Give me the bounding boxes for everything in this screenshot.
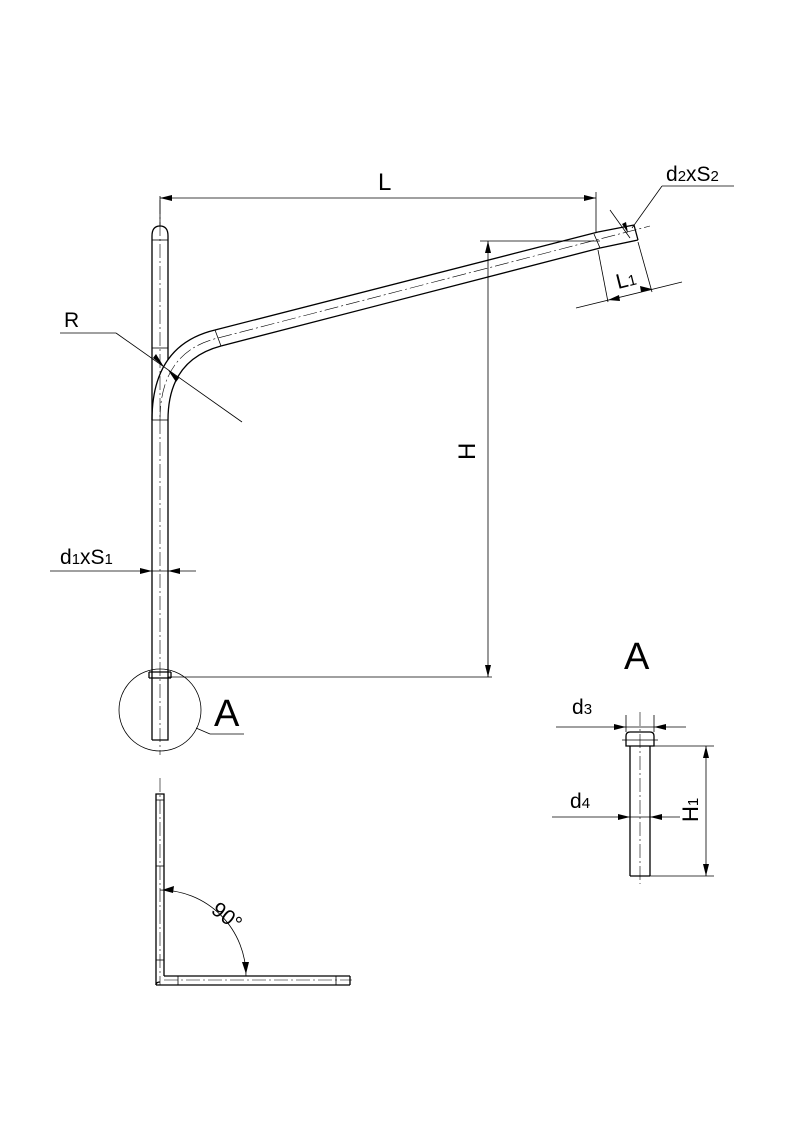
label-d2xS2: d2xS2 xyxy=(666,163,719,186)
label-detail-A: A xyxy=(624,636,650,678)
bracket-bottom-view: 90° xyxy=(155,778,352,986)
label-H1: H1 xyxy=(678,798,703,822)
dimension-R: R xyxy=(60,309,243,423)
dimension-H: H xyxy=(168,240,600,678)
dimension-d2xS2: d2xS2 xyxy=(609,163,734,239)
detail-A: A d3 d4 H1 xyxy=(552,636,714,884)
callout-A: A xyxy=(118,668,244,752)
label-L: L xyxy=(378,169,391,196)
label-R: R xyxy=(64,309,79,332)
label-d1xS1: d1xS1 xyxy=(60,546,113,569)
label-angle-90: 90° xyxy=(207,898,246,936)
pole-main-view xyxy=(148,200,651,755)
label-d3: d3 xyxy=(572,696,592,719)
dimension-L: L xyxy=(159,169,597,232)
dimension-L1: L1 xyxy=(575,241,683,309)
dimension-d1xS1: d1xS1 xyxy=(50,546,196,574)
label-d4: d4 xyxy=(570,790,590,813)
label-callout-A: A xyxy=(214,693,240,735)
label-H: H xyxy=(454,443,481,460)
label-L1: L1 xyxy=(614,267,639,294)
